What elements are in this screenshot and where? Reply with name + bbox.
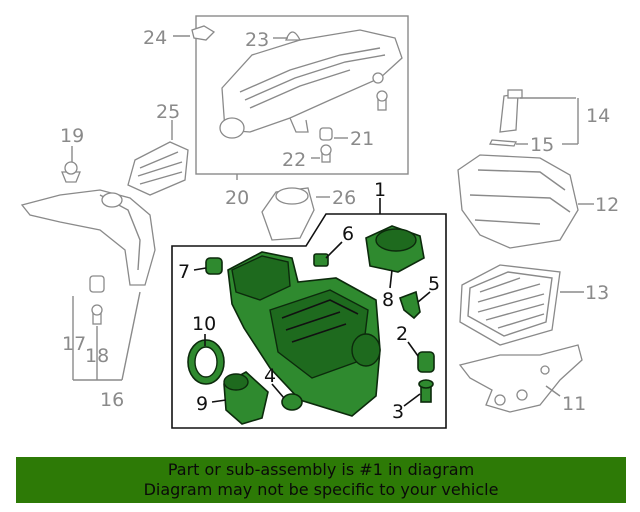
callout-11: 11 [562,393,586,415]
leader-7 [193,267,207,271]
clip-19-head [64,161,78,175]
leader-16 [121,291,141,381]
cover-group-frame [195,15,409,175]
callout-18: 18 [85,345,109,367]
leader-lines [71,35,594,407]
bolt-22-head [320,144,332,156]
leader-8 [389,269,393,289]
callout-14: 14 [586,105,610,127]
clip-24 [191,25,216,41]
clip-6 [313,253,329,267]
leader-2 [407,341,419,357]
callout-3: 3 [392,401,404,423]
callout-21: 21 [350,128,374,150]
assembly-1-frame [171,213,447,429]
grommet-2 [417,351,435,373]
callout-1: 1 [374,179,386,201]
info-banner: Part or sub-assembly is #1 in diagram Di… [16,457,626,503]
air-duct-inlet [101,192,123,208]
callout-20: 20 [225,187,249,209]
grommet-4 [281,393,303,411]
right-grey-parts [457,89,583,413]
left-grey-parts [20,141,315,325]
cover-rib-2 [244,54,386,101]
intake-manifold-12 [457,154,579,249]
highlighted-assembly [187,225,435,425]
intake-hose-ribs [137,151,183,185]
callout-22: 22 [282,149,306,171]
callout-7: 7 [178,261,190,283]
sensor-14 [499,93,519,133]
callout-4: 4 [264,365,276,387]
bolt-3-head [418,379,434,389]
leader-11 [545,385,561,397]
seal-15 [488,139,518,147]
grommet-21 [319,127,333,141]
callout-2: 2 [396,323,408,345]
housing-outlet-port [351,333,381,367]
callout-19: 19 [60,125,84,147]
callout-8: 8 [382,289,394,311]
callout-24: 24 [143,27,167,49]
grommet-7 [205,257,223,275]
cover-bolt-head [376,90,388,102]
callout-25: 25 [156,101,180,123]
air-cleaner-cover [221,29,403,133]
leader-4 [271,383,285,399]
leader-9 [211,399,227,403]
cap-23 [285,31,302,41]
leader-3 [403,393,421,407]
bracket-hole-2 [516,389,528,401]
callout-17: 17 [62,333,86,355]
callout-16: 16 [100,389,124,411]
callout-12: 12 [595,194,619,216]
grommet-17 [89,275,105,293]
intake-hose-25 [127,141,189,196]
resonator-opening [275,187,309,205]
callout-10: 10 [192,313,216,335]
tube-9-opening [223,373,249,391]
callout-6: 6 [342,223,354,245]
cover-mount-tab [289,117,309,133]
callout-5: 5 [428,273,440,295]
leader-6 [325,241,343,259]
cover-sensor-port [372,72,384,84]
sensor-14-connector [507,89,523,99]
cover-rib-1 [239,47,381,93]
callout-15: 15 [530,134,554,156]
bracket-11 [458,344,583,413]
cover-outlet-port [219,117,245,139]
callout-9: 9 [196,393,208,415]
leader-5 [417,291,431,303]
housing-ribs [281,299,359,343]
cover-rib-3 [249,69,351,109]
housing-inlet-box [231,255,291,301]
air-duct-16 [20,189,156,286]
bracket-5 [398,290,421,320]
callout-23: 23 [245,29,269,51]
bracket-hole-1 [494,394,506,406]
air-filter-element [467,271,553,337]
bolt-18-head [91,304,103,316]
callout-13: 13 [585,282,609,304]
seal-ring-10-inner [194,346,218,378]
banner-line-assembly: Part or sub-assembly is #1 in diagram [167,460,475,479]
air-filter-pleats [477,277,545,329]
manifold-runners [469,169,571,225]
callout-labels: 24 23 25 19 21 22 20 26 14 15 12 13 11 1… [60,27,619,423]
intake-duct-opening [375,228,417,252]
cover-assembly-group [191,15,409,175]
bracket-hole-3 [540,365,550,375]
banner-line-disclaimer: Diagram may not be specific to your vehi… [143,480,499,499]
callout-26: 26 [332,187,356,209]
